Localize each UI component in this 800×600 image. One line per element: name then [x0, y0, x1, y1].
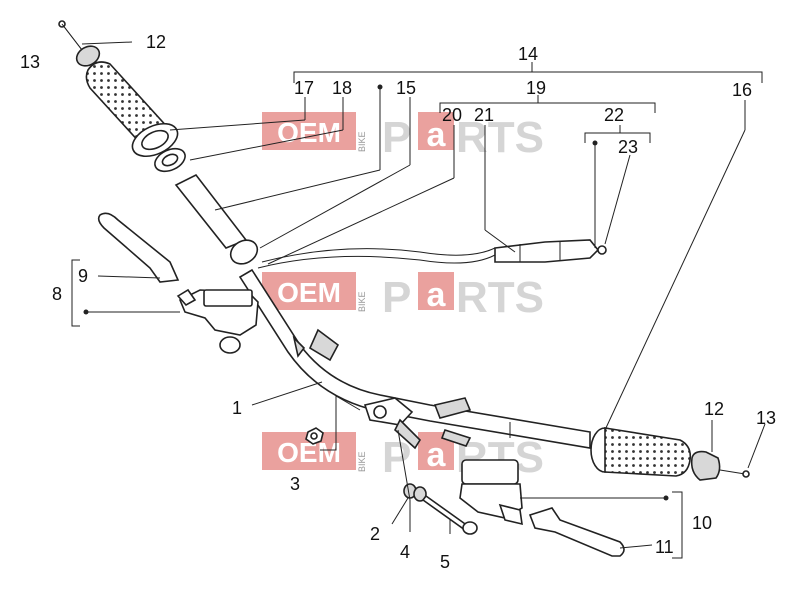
left-grip — [85, 61, 179, 158]
label-19: 19 — [526, 78, 546, 98]
svg-text:RTS: RTS — [456, 113, 544, 162]
label-23: 23 — [618, 137, 638, 157]
svg-text:a: a — [427, 436, 447, 474]
throttle-tube — [174, 173, 259, 265]
label-18: 18 — [332, 78, 352, 98]
watermark-middle: OEM BIKE P a RTS — [262, 272, 544, 322]
right-clamp — [363, 397, 472, 450]
label-11: 11 — [655, 537, 674, 557]
svg-text:OEM: OEM — [277, 277, 341, 308]
label-2: 2 — [370, 524, 380, 544]
label-5: 5 — [440, 552, 450, 572]
right-master-cylinder — [459, 459, 523, 526]
label-12-left: 12 — [146, 32, 166, 52]
label-16: 16 — [732, 80, 752, 100]
left-washer — [154, 147, 186, 173]
label-3: 3 — [290, 474, 300, 494]
svg-text:RTS: RTS — [456, 273, 544, 322]
right-grip — [590, 427, 692, 477]
label-20: 20 — [442, 105, 462, 125]
handlebar-tube — [238, 268, 591, 449]
label-4: 4 — [400, 542, 410, 562]
svg-text:a: a — [427, 116, 447, 154]
right-lever — [528, 507, 625, 557]
leader-lines — [61, 23, 766, 559]
label-13-left: 13 — [20, 52, 40, 72]
label-1: 1 — [232, 398, 242, 418]
throttle-cable — [257, 239, 607, 269]
label-10: 10 — [692, 513, 712, 533]
label-21: 21 — [474, 105, 494, 125]
label-13-right: 13 — [756, 408, 776, 428]
label-9: 9 — [78, 266, 88, 286]
svg-text:BIKE: BIKE — [357, 451, 367, 472]
label-12-right: 12 — [704, 399, 724, 419]
svg-text:OEM: OEM — [277, 437, 341, 468]
svg-text:P: P — [382, 113, 411, 162]
label-8: 8 — [52, 284, 62, 304]
part-labels: 1 2 3 4 5 8 9 10 11 12 12 13 13 14 15 16… — [20, 32, 776, 572]
svg-text:BIKE: BIKE — [357, 131, 367, 152]
svg-text:BIKE: BIKE — [357, 291, 367, 312]
bolt-assembly — [403, 483, 478, 535]
label-22: 22 — [604, 105, 624, 125]
nut-3 — [305, 427, 324, 445]
watermark-top: OEM BIKE P a RTS — [262, 112, 544, 162]
left-lever — [97, 212, 180, 283]
label-14: 14 — [518, 44, 538, 64]
right-bar-end — [690, 450, 750, 481]
label-17: 17 — [294, 78, 314, 98]
label-15: 15 — [396, 78, 416, 98]
left-master-cylinder — [176, 288, 259, 354]
svg-text:P: P — [382, 273, 411, 322]
throttle-housing — [292, 328, 340, 362]
svg-text:a: a — [427, 276, 447, 314]
